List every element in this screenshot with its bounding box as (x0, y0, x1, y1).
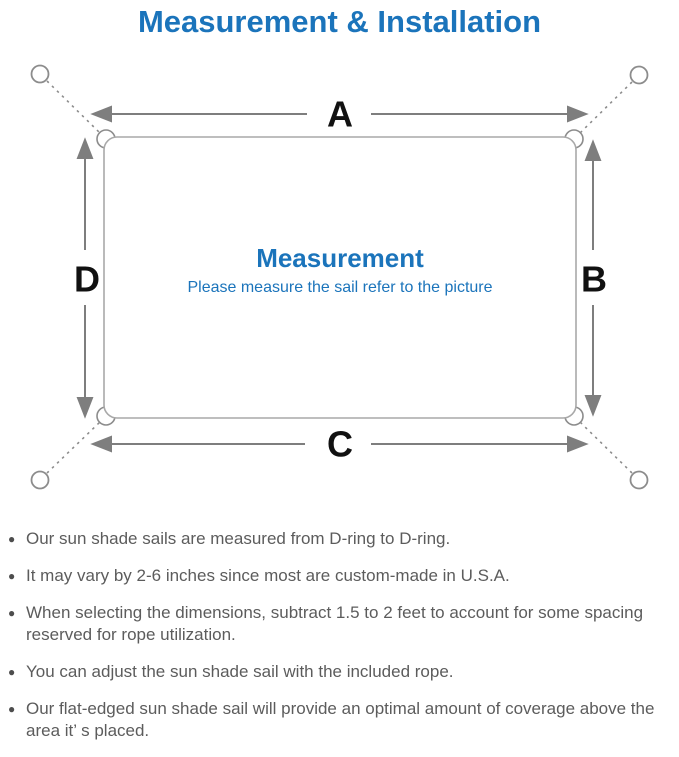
note-text: When selecting the dimensions, subtract … (26, 603, 644, 644)
rope-line-top-left (46, 80, 101, 134)
notes-list: ● Our sun shade sails are measured from … (8, 528, 675, 757)
note-item: ● You can adjust the sun shade sail with… (8, 661, 675, 683)
dimension-line-c (90, 435, 589, 453)
rope-line-bottom-right (579, 421, 633, 474)
page-title: Measurement & Installation (137, 4, 542, 39)
dimension-label-d: D (74, 259, 100, 300)
note-text: Our sun shade sails are measured from D-… (26, 529, 451, 548)
rope-line-top-right (579, 81, 633, 134)
bullet-dot-icon: ● (8, 606, 16, 620)
sail-center-caption: Please measure the sail refer to the pic… (187, 279, 493, 296)
bullet-dot-icon: ● (8, 569, 16, 583)
anchor-ring-bottom-right-icon (629, 470, 649, 490)
note-text: You can adjust the sun shade sail with t… (26, 662, 454, 681)
dimension-line-a (90, 105, 589, 123)
bullet-dot-icon: ● (8, 702, 16, 716)
sail-rectangle (103, 136, 577, 419)
note-item: ● Our sun shade sails are measured from … (8, 528, 675, 550)
bullet-dot-icon: ● (8, 665, 16, 679)
note-text: Our flat-edged sun shade sail will provi… (26, 699, 655, 740)
bullet-dot-icon: ● (8, 532, 16, 546)
dimension-line-d (76, 137, 94, 419)
note-item: ● Our flat-edged sun shade sail will pro… (8, 698, 675, 742)
note-item: ● When selecting the dimensions, subtrac… (8, 602, 675, 646)
anchor-ring-bottom-left-icon (30, 470, 50, 490)
sail-center-heading: Measurement (256, 243, 424, 273)
note-item: ● It may vary by 2-6 inches since most a… (8, 565, 675, 587)
dimension-label-c: C (327, 424, 353, 465)
measurement-diagram: A B C D (30, 64, 649, 490)
anchor-ring-top-right-icon (629, 65, 649, 85)
note-text: It may vary by 2-6 inches since most are… (26, 566, 510, 585)
dimension-label-b: B (581, 259, 607, 300)
rope-line-bottom-left (46, 421, 101, 474)
dimension-label-a: A (327, 94, 353, 135)
dimension-line-b (584, 139, 602, 417)
anchor-ring-top-left-icon (30, 64, 50, 84)
page-root: Measurement & Installation (8, 4, 655, 740)
